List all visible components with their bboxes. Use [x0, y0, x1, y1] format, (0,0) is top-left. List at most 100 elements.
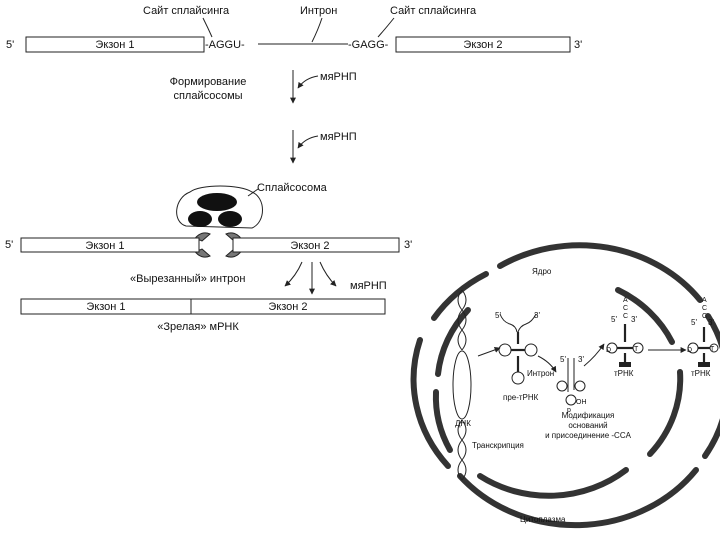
- cytoplasm-label: Цитоплазма: [520, 515, 566, 524]
- exon2-label-mid: Экзон 2: [290, 240, 329, 252]
- spliceosome-subunit-top: [197, 193, 237, 211]
- excised-intron-label: «Вырезанный» интрон: [130, 273, 245, 285]
- outer-arc-4: [457, 467, 699, 529]
- inner-arc-1: [435, 307, 471, 377]
- snrnp-release-label: мяРНП: [350, 280, 387, 292]
- trna1-d-label: D: [606, 347, 611, 354]
- splice-site-left-pointer: [202, 17, 213, 38]
- snrnp-arrow-2: [297, 135, 319, 149]
- trna1-t-loop: [632, 342, 644, 354]
- pre-trna: 5' 3' Интрон пре-тРНК: [495, 311, 554, 402]
- step1-line2: сплайсосомы: [173, 90, 242, 102]
- p-label: p: [567, 407, 571, 414]
- trna2-three-prime: 3': [708, 318, 714, 327]
- transcription-bubble: [452, 350, 472, 420]
- exon2-box-mid: [232, 237, 400, 253]
- spliceosome-subunit-left: [188, 211, 212, 227]
- spliced-trna-t-loop: [574, 380, 586, 392]
- outer-arc-1: [431, 271, 489, 321]
- acc-c-1b: C: [623, 313, 628, 320]
- inner-arc-3: [647, 369, 684, 457]
- exon1-label-top: Экзон 1: [95, 39, 134, 51]
- top-labels: Сайт сплайсинга Интрон Сайт сплайсинга: [143, 5, 477, 43]
- splice-site-right-label: Сайт сплайсинга: [390, 5, 477, 17]
- splice-site-left-label: Сайт сплайсинга: [143, 5, 230, 17]
- inner-arc-5: [432, 389, 453, 453]
- mature-trna-nucleus: A C C 5' 3' D T тРНК: [606, 297, 644, 378]
- modification-line3: и присоединение -CCA: [545, 431, 632, 440]
- trna1-five-prime: 5': [611, 315, 617, 324]
- spliced-trna-d-loop: [556, 380, 568, 392]
- pre-trna-tails: [499, 313, 537, 333]
- three-prime-mid: 3': [404, 239, 412, 251]
- mature-mrna: Экзон 1 Экзон 2 «Зрелая» мРНК: [20, 298, 386, 333]
- trna1-label: тРНК: [614, 369, 634, 378]
- nucleus-label: Ядро: [532, 267, 552, 276]
- spliceosome-pointer: [247, 188, 259, 197]
- outer-arc-2: [497, 242, 703, 303]
- acc-c-1a: C: [623, 305, 628, 312]
- exon2-box-mature: [190, 298, 386, 315]
- pre-trna-d-loop: [498, 343, 512, 357]
- snrnp-label-2: мяРНП: [320, 131, 357, 143]
- exon1-box-top: [25, 36, 205, 53]
- spliced-five-prime: 5': [560, 355, 566, 364]
- inner-arc-2: [615, 287, 675, 345]
- arrow-to-splice: [537, 355, 557, 373]
- snrnp-release-arrow: [319, 261, 337, 287]
- outer-arc-5: [410, 337, 451, 469]
- splice-site-right-pointer: [377, 17, 395, 38]
- excision-step: «Вырезанный» интрон мяРНП: [130, 261, 387, 295]
- arrow-to-pre-trna: [477, 347, 501, 357]
- inner-arc-4: [477, 467, 629, 499]
- pre-trna-five-prime: 5': [495, 311, 501, 320]
- dna-label: ДНК: [455, 419, 471, 428]
- spliced-three-prime: 3': [578, 355, 584, 364]
- arrow-to-mature-trna: [583, 343, 605, 367]
- snrnp-arrow-1: [297, 75, 319, 89]
- spliced-trna-strands: [567, 358, 575, 392]
- dna-helix: ДНК Транскрипция: [452, 289, 524, 481]
- seq-left-label: -AGGU-: [205, 39, 245, 51]
- three-prime-label: 3': [574, 39, 582, 51]
- modification-line2: оснований: [568, 421, 607, 430]
- trna2-five-prime: 5': [691, 318, 697, 327]
- intron-pointer: [311, 17, 323, 43]
- exon2-box-top: [395, 36, 571, 53]
- acc-a-1: A: [623, 297, 628, 304]
- pre-trna-t-loop: [524, 343, 538, 357]
- spliceosome-label: Сплайсосома: [257, 182, 328, 194]
- excised-intron-arrow: [284, 261, 303, 287]
- dna-strand-1: [457, 289, 467, 481]
- transcription-label: Транскрипция: [472, 441, 524, 450]
- spliceosome: Сплайсосома: [176, 182, 328, 258]
- cell-membrane-outer: [410, 242, 720, 529]
- step1-line1: Формирование: [170, 76, 247, 88]
- five-prime-label: 5': [6, 39, 14, 51]
- acc-c-2a: C: [702, 305, 707, 312]
- seq-right-label: -GAGG-: [348, 39, 389, 51]
- pre-trna-anticodon-loop: [511, 371, 525, 385]
- modification-line1: Модификация: [562, 411, 615, 420]
- pre-trna-label: пре-тРНК: [503, 393, 539, 402]
- trna2-label: тРНК: [691, 369, 711, 378]
- trna1-t-label: T: [634, 346, 639, 353]
- exon2-label-top: Экзон 2: [463, 39, 502, 51]
- trna2-t-loop: [709, 343, 719, 353]
- exon2-label-mature: Экзон 2: [268, 301, 307, 313]
- pre-trna-three-prime: 3': [534, 311, 540, 320]
- trna2-t-label: T: [710, 346, 715, 353]
- dna-strand-2: [457, 289, 467, 481]
- step-second: мяРНП: [290, 130, 357, 164]
- acc-a-2: A: [702, 297, 707, 304]
- trna2-anticodon: [698, 362, 710, 367]
- exon1-box-mid: [20, 237, 200, 253]
- five-prime-mid: 5': [5, 239, 13, 251]
- nucleus-membrane: [432, 287, 684, 499]
- oh-label: OH: [576, 399, 587, 406]
- outer-arc-3: [702, 313, 720, 459]
- step-formation: мяРНП Формирование сплайсосомы: [170, 70, 357, 104]
- trna1-anticodon: [619, 362, 631, 367]
